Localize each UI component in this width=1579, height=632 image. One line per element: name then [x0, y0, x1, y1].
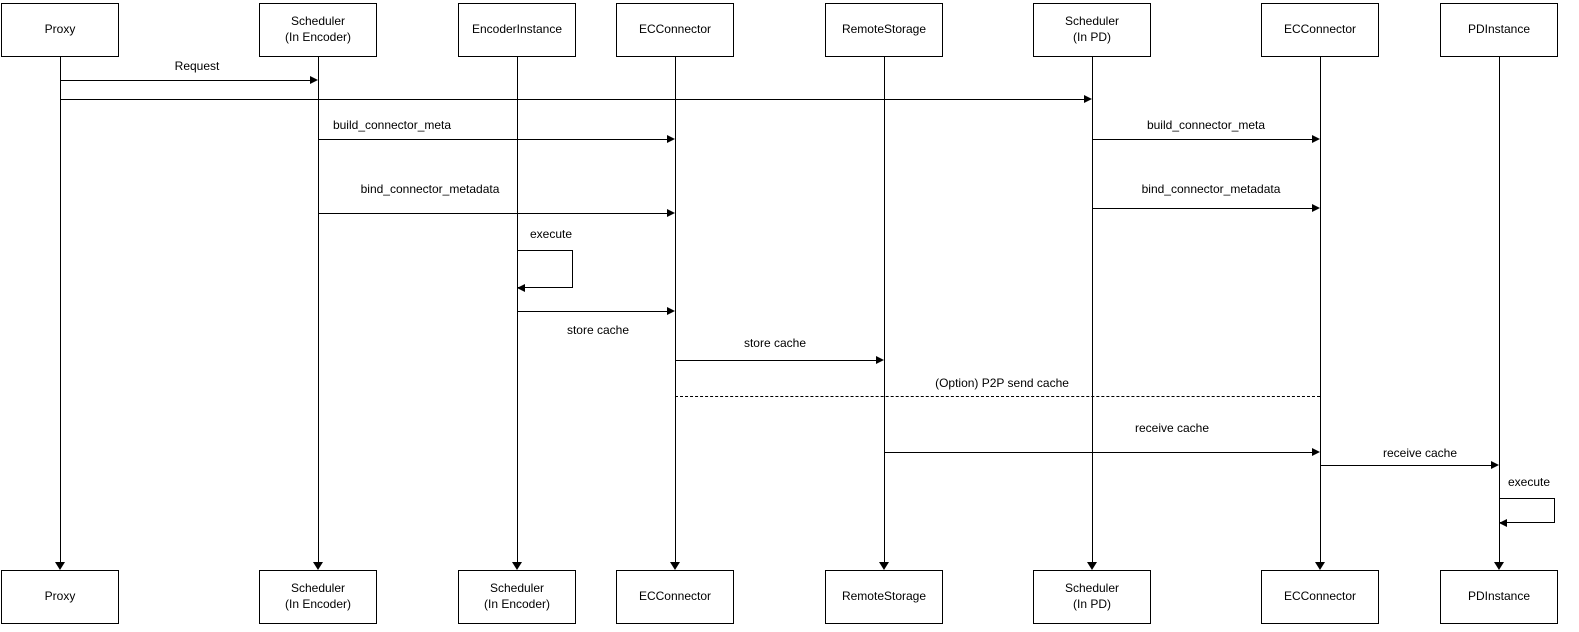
lifeline-ec-connector-encoder [675, 57, 676, 562]
lifeline-scheduler-encoder [318, 57, 319, 562]
arrowhead-down-icon [55, 562, 65, 570]
arrowhead-right-icon [876, 356, 884, 364]
message-label-execute: execute [529, 227, 573, 241]
actor-bottom-scheduler-pd: Scheduler (In PD) [1033, 570, 1151, 624]
arrowhead-down-icon [512, 562, 522, 570]
arrowhead-right-icon [1312, 204, 1320, 212]
actor-bottom-scheduler-encoder: Scheduler (In Encoder) [259, 570, 377, 624]
arrowhead-right-icon [1491, 461, 1499, 469]
arrowhead-down-icon [670, 562, 680, 570]
actor-top-ec-connector-encoder: ECConnector [616, 3, 734, 57]
actor-top-remote-storage: RemoteStorage [825, 3, 943, 57]
message-arrow-build-connector-meta [1092, 139, 1312, 140]
actor-bottom-encoder-instance: Scheduler (In Encoder) [458, 570, 576, 624]
message-label-receive-cache: receive cache [1382, 446, 1458, 460]
actor-top-ec-connector-pd: ECConnector [1261, 3, 1379, 57]
message-label-store-cache: store cache [566, 323, 630, 337]
message-arrow-proxy-to-scheduler-pd [60, 99, 1084, 100]
arrowhead-down-icon [1087, 562, 1097, 570]
arrowhead-right-icon [667, 135, 675, 143]
message-arrow-receive-cache [884, 452, 1312, 453]
actor-bottom-proxy: Proxy [1, 570, 119, 624]
lifeline-pd-instance [1499, 57, 1500, 562]
message-label-p2p-send-cache: (Option) P2P send cache [935, 376, 1069, 390]
message-arrow-store-cache [675, 360, 876, 361]
arrowhead-right-icon [667, 209, 675, 217]
message-arrow-bind-connector-metadata [318, 213, 667, 214]
actor-bottom-remote-storage: RemoteStorage [825, 570, 943, 624]
arrowhead-left-icon [1499, 519, 1507, 527]
message-label-bind-connector-metadata: bind_connector_metadata [360, 182, 500, 196]
actor-bottom-ec-connector-encoder: ECConnector [616, 570, 734, 624]
message-label-build-connector-meta: build_connector_meta [1146, 118, 1266, 132]
actor-top-scheduler-encoder: Scheduler (In Encoder) [259, 3, 377, 57]
actor-top-scheduler-pd: Scheduler (In PD) [1033, 3, 1151, 57]
message-self-loop-execute [517, 250, 573, 288]
message-label-request: Request [174, 59, 220, 73]
actor-top-encoder-instance: EncoderInstance [458, 3, 576, 57]
message-arrow-build-connector-meta [318, 139, 667, 140]
message-arrow-store-cache [517, 311, 667, 312]
actor-bottom-pd-instance: PDInstance [1440, 570, 1558, 624]
arrowhead-right-icon [1312, 135, 1320, 143]
arrowhead-right-icon [310, 76, 318, 84]
lifeline-ec-connector-pd [1320, 57, 1321, 562]
message-label-store-cache: store cache [743, 336, 807, 350]
message-label-bind-connector-metadata: bind_connector_metadata [1141, 182, 1281, 196]
arrowhead-left-icon [517, 284, 525, 292]
arrowhead-down-icon [879, 562, 889, 570]
lifeline-encoder-instance [517, 57, 518, 562]
message-arrow-p2p-send-cache [675, 396, 1320, 397]
message-self-loop-execute [1499, 498, 1555, 523]
arrowhead-down-icon [1315, 562, 1325, 570]
actor-top-pd-instance: PDInstance [1440, 3, 1558, 57]
message-arrow-receive-cache [1320, 465, 1491, 466]
arrowhead-right-icon [1084, 95, 1092, 103]
actor-bottom-ec-connector-pd: ECConnector [1261, 570, 1379, 624]
arrowhead-down-icon [313, 562, 323, 570]
lifeline-remote-storage [884, 57, 885, 562]
lifeline-proxy [60, 57, 61, 562]
arrowhead-right-icon [1312, 448, 1320, 456]
lifeline-scheduler-pd [1092, 57, 1093, 562]
message-label-execute: execute [1507, 475, 1551, 489]
message-arrow-request [60, 80, 310, 81]
actor-top-proxy: Proxy [1, 3, 119, 57]
message-label-build-connector-meta: build_connector_meta [332, 118, 452, 132]
message-label-receive-cache: receive cache [1134, 421, 1210, 435]
message-arrow-bind-connector-metadata [1092, 208, 1312, 209]
arrowhead-right-icon [667, 307, 675, 315]
arrowhead-down-icon [1494, 562, 1504, 570]
